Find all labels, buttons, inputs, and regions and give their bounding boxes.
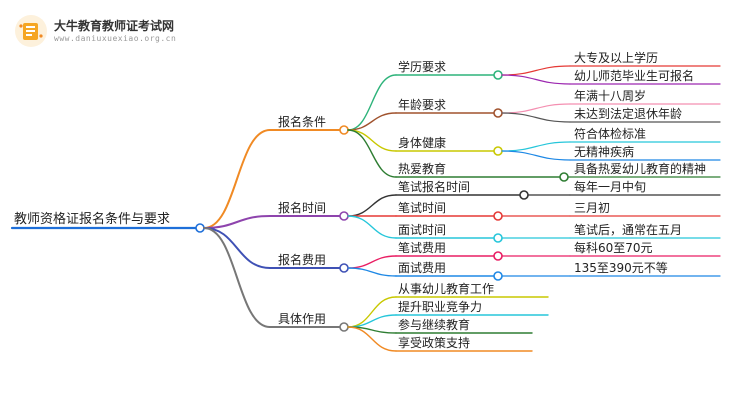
subtopic-connector [347,215,397,239]
subtopic-connector [347,314,397,328]
subtopic-connector [347,129,397,178]
brand-url: www.daniuxuexiao.org.cn [54,34,177,43]
branch-node [339,263,349,273]
leaf-topic: 具备热爱幼儿教育的精神 [574,162,707,176]
leaf-connector [501,112,571,123]
leaf-topic: 幼儿师范毕业生可报名 [574,69,695,83]
subtopic-connector [347,255,397,269]
leaf-connector [501,150,571,161]
leaf-topic: 大专及以上学历 [574,51,659,65]
branch-topic: 具体作用 [278,312,327,326]
subtopic-node [519,190,529,200]
subtopic-node [493,251,503,261]
branch-connector [203,129,271,229]
leaf-topic: 每科60至70元 [574,241,653,255]
leaf-connector [501,65,571,76]
subtopic-connector [347,296,397,328]
leaf-topic: 符合体检标准 [574,127,647,141]
leaf-connector [501,141,571,152]
subtopic-node [493,233,503,243]
brand-logo-icon [14,14,48,48]
subtopic: 年龄要求 [398,98,447,112]
subtopic-node [493,211,503,221]
branch-node [339,125,349,135]
leaf-connector [501,103,571,114]
leaf-topic: 未达到法定退休年龄 [574,107,683,121]
subtopic-node [493,108,503,118]
subtopic: 提升职业竞争力 [398,300,483,314]
subtopic-connector [347,194,397,217]
leaf-topic: 年满十八周岁 [574,89,647,103]
subtopic: 热爱教育 [398,162,447,176]
subtopic-node [493,271,503,281]
subtopic-connector [347,129,397,152]
subtopic: 笔试费用 [398,241,447,255]
subtopic: 面试费用 [398,261,447,275]
leaf-topic: 每年一月中旬 [574,180,647,194]
subtopic: 参与继续教育 [398,318,471,332]
leaf-connector [501,74,571,85]
subtopic-node [493,146,503,156]
subtopic: 学历要求 [398,60,447,74]
branch-connector [203,227,271,328]
branch-topic: 报名费用 [278,253,327,267]
branch-connector [203,215,271,229]
subtopic-connector [347,326,397,352]
branch-topic: 报名条件 [278,115,327,129]
subtopic: 从事幼儿教育工作 [398,282,495,296]
brand-name: 大牛教育教师证考试网 [54,19,175,33]
subtopic: 面试时间 [398,223,447,237]
root-topic: 教师资格证报名条件与要求 [14,212,171,227]
leaf-topic: 135至390元不等 [574,261,668,275]
branch-node [339,322,349,332]
subtopic: 享受政策支持 [398,336,471,350]
leaf-topic: 笔试后，通常在五月 [574,223,683,237]
branch-connector [203,227,271,269]
branch-topic: 报名时间 [278,201,327,215]
subtopic-node [559,172,569,182]
subtopic-connector [347,74,397,131]
subtopic: 笔试报名时间 [398,180,471,194]
subtopic: 笔试时间 [398,201,447,215]
leaf-topic: 三月初 [574,201,611,215]
leaf-topic: 无精神疾病 [574,145,635,159]
root-node [195,223,205,233]
subtopic: 身体健康 [398,136,447,150]
subtopic-connector [347,112,397,131]
subtopic-node [493,70,503,80]
branch-node [339,211,349,221]
subtopic-connector [347,267,397,277]
